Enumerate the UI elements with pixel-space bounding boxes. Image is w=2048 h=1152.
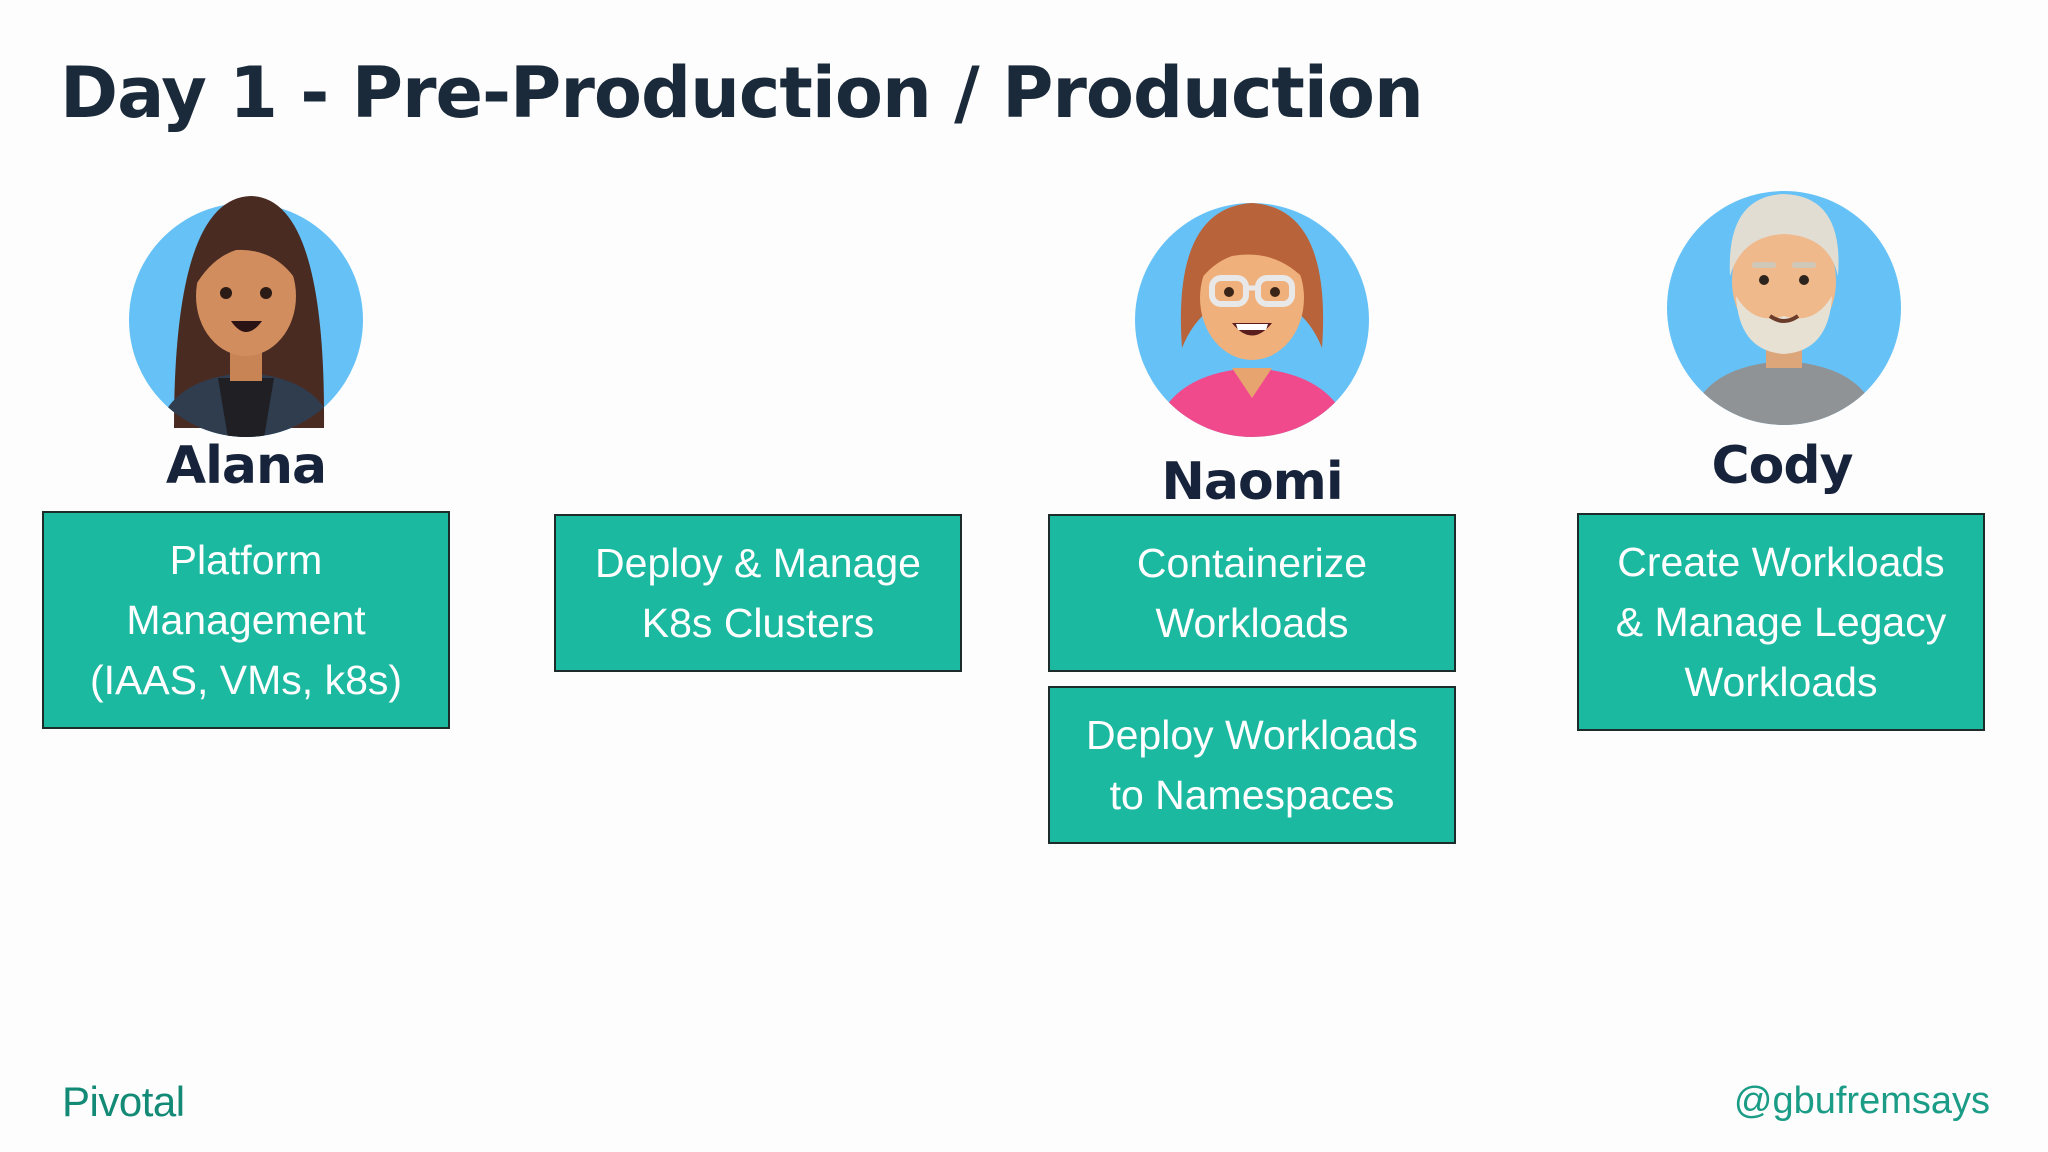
persona-name: Alana	[165, 436, 327, 496]
task-box: Deploy & Manage K8s Clusters	[554, 514, 962, 672]
persona-name: Naomi	[1161, 452, 1343, 512]
twitter-handle: @gbufremsays	[1733, 1080, 1990, 1122]
woman-glasses-avatar-icon	[1132, 178, 1372, 438]
task-box: Containerize Workloads	[1048, 514, 1456, 672]
persona-name: Cody	[1711, 436, 1853, 496]
slide-title: Day 1 - Pre-Production / Production	[60, 52, 1424, 134]
pivotal-logo: Pivotal	[62, 1078, 185, 1125]
bearded-man-avatar-icon	[1664, 166, 1904, 426]
woman-avatar-icon	[126, 178, 366, 438]
task-box: Create Workloads & Manage Legacy Workloa…	[1577, 513, 1985, 731]
task-box: Platform Management (IAAS, VMs, k8s)	[42, 511, 450, 729]
task-box: Deploy Workloads to Namespaces	[1048, 686, 1456, 844]
